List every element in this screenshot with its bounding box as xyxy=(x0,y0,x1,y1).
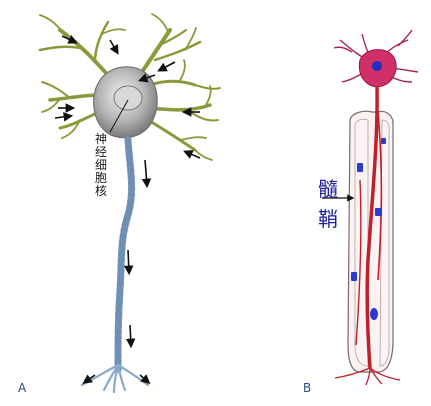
panel-a-letter: A xyxy=(18,381,27,395)
axon-terminals xyxy=(80,363,150,394)
nucleus-label-char-3: 细 xyxy=(95,158,107,172)
axon-b xyxy=(365,85,379,369)
nucleus-label-char-4: 胞 xyxy=(95,171,107,185)
nucleus-label-char-2: 经 xyxy=(95,145,107,159)
nucleus-label: 神 经 细 胞 核 xyxy=(95,132,107,198)
nucleus-label-char-1: 神 xyxy=(95,132,107,146)
sheath-label-char-2: 鞘 xyxy=(318,207,338,231)
sheath-label-char-1: 髓 xyxy=(318,177,338,201)
nucleus-pointer xyxy=(109,99,129,133)
neuron-b: 髓 鞘 B xyxy=(303,29,419,395)
schwann-nuclei xyxy=(351,138,386,320)
signal-arrows xyxy=(54,34,201,385)
neuron-a: 神 经 细 胞 核 A xyxy=(18,13,221,395)
sheath-label: 髓 鞘 xyxy=(318,177,338,231)
cell-nucleus-b xyxy=(372,61,382,71)
axon-terminals-b xyxy=(334,367,401,386)
cell-nucleus xyxy=(113,85,143,111)
nucleus-label-char-5: 核 xyxy=(95,184,107,198)
panel-b-letter: B xyxy=(303,381,311,395)
